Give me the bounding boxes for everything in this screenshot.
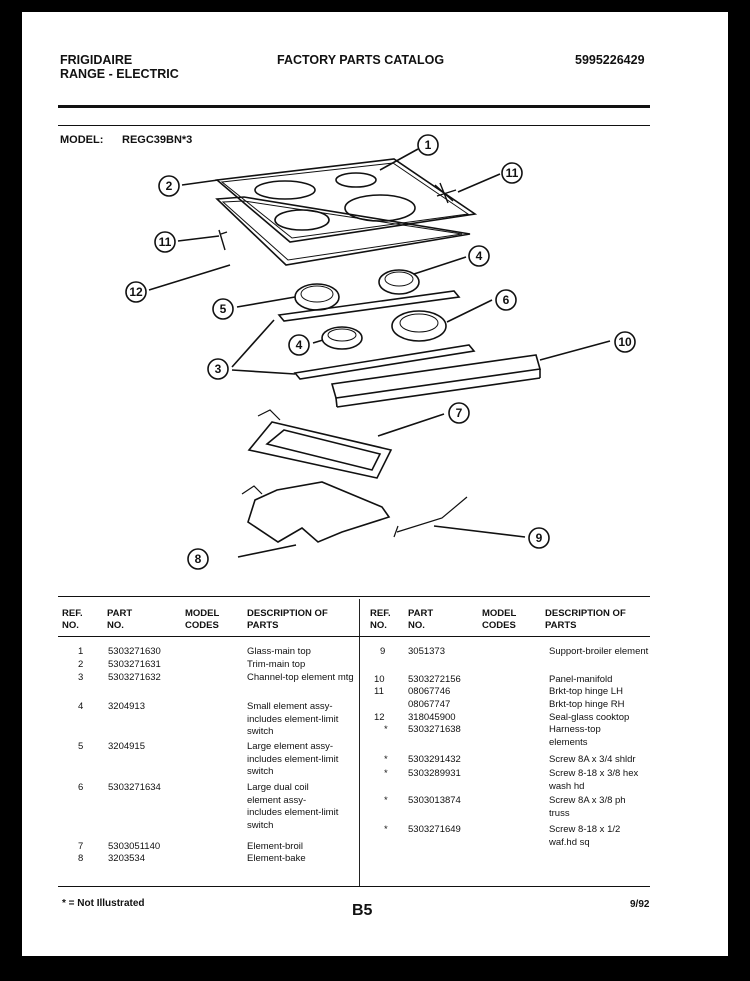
callout-7: 7 (456, 406, 463, 420)
catalog-number: 5995226429 (575, 53, 645, 67)
burner-ring-front-right (344, 194, 416, 222)
col-ref-right: REF. NO. (370, 608, 391, 631)
col-part-right: PART NO. (408, 608, 434, 631)
callout-1: 1 (425, 138, 432, 152)
exploded-parts-diagram: 1 2 11 11 12 4 5 6 3 4 10 7 9 8 (125, 134, 636, 570)
trim-inner-edge (221, 200, 463, 261)
callout-6: 6 (503, 293, 510, 307)
glass-top-inner-edge (220, 162, 470, 239)
callout-10: 10 (618, 335, 632, 349)
col-desc-right: DESCRIPTION OF PARTS (545, 608, 626, 631)
bake-element (247, 481, 391, 543)
panel-edge-left (335, 397, 338, 408)
broil-element-terminal (257, 409, 281, 421)
callout-2: 2 (166, 179, 173, 193)
product-line: RANGE - ELECTRIC (60, 67, 179, 81)
col-model-left: MODEL CODES (185, 608, 220, 631)
small-element-4-upper (378, 269, 420, 295)
col-desc-left: DESCRIPTION OF PARTS (247, 608, 328, 631)
trim-main-top (215, 196, 471, 266)
channel-upper (277, 290, 461, 322)
table-top-rule (58, 596, 650, 597)
broil-element (247, 421, 393, 479)
model-label: MODEL: (60, 134, 104, 146)
callout-12: 12 (129, 285, 143, 299)
callout-11-right: 11 (506, 166, 519, 180)
small-element-4-lower (321, 326, 363, 350)
catalog-title: FACTORY PARTS CATALOG (277, 53, 445, 67)
hinge-bracket-left (218, 229, 228, 251)
small-element-4-lower-coil (327, 328, 357, 342)
col-part-left: PART NO. (107, 608, 133, 631)
model-number: REGC39BN*3 (122, 134, 193, 146)
brand-name: FRIGIDAIRE (60, 53, 133, 67)
burner-ring-back-right (335, 172, 377, 188)
catalog-date: 9/92 (630, 899, 650, 910)
dual-coil-element-6 (391, 310, 447, 342)
callout-4-lower: 4 (296, 338, 303, 352)
model-rule-top (58, 125, 650, 126)
large-element-5-coil (300, 285, 334, 303)
header-brand-block: FRIGIDAIRE RANGE - ELECTRIC (60, 53, 179, 81)
callout-8: 8 (195, 552, 202, 566)
hinge-bracket-right (434, 182, 457, 204)
bake-element-terminal (241, 485, 263, 495)
not-illustrated-note: * = Not Illustrated (62, 898, 145, 909)
header-rule (58, 105, 650, 108)
callout-11-left: 11 (159, 235, 172, 249)
glass-main-top (215, 158, 478, 243)
callout-3: 3 (215, 362, 222, 376)
support-broiler-element (393, 496, 468, 538)
dual-coil-element-6-coil (399, 313, 439, 333)
table-center-divider (359, 599, 360, 886)
callout-5: 5 (220, 302, 227, 316)
small-element-4-upper-coil (384, 271, 414, 287)
channel-lower (293, 344, 476, 380)
model-line: MODEL: REGC39BN*3 (60, 134, 192, 146)
page-number: B5 (352, 902, 373, 919)
callout-4-upper: 4 (476, 249, 483, 263)
burner-ring-back-left (254, 180, 316, 200)
table-bottom-rule (58, 886, 650, 887)
panel-edge-bottom (336, 377, 541, 408)
col-ref-left: REF. NO. (62, 608, 83, 631)
callout-9: 9 (536, 531, 543, 545)
table-header-rule (58, 636, 650, 637)
col-model-right: MODEL CODES (482, 608, 517, 631)
parts-catalog-page: FRIGIDAIRE RANGE - ELECTRIC FACTORY PART… (22, 12, 728, 956)
